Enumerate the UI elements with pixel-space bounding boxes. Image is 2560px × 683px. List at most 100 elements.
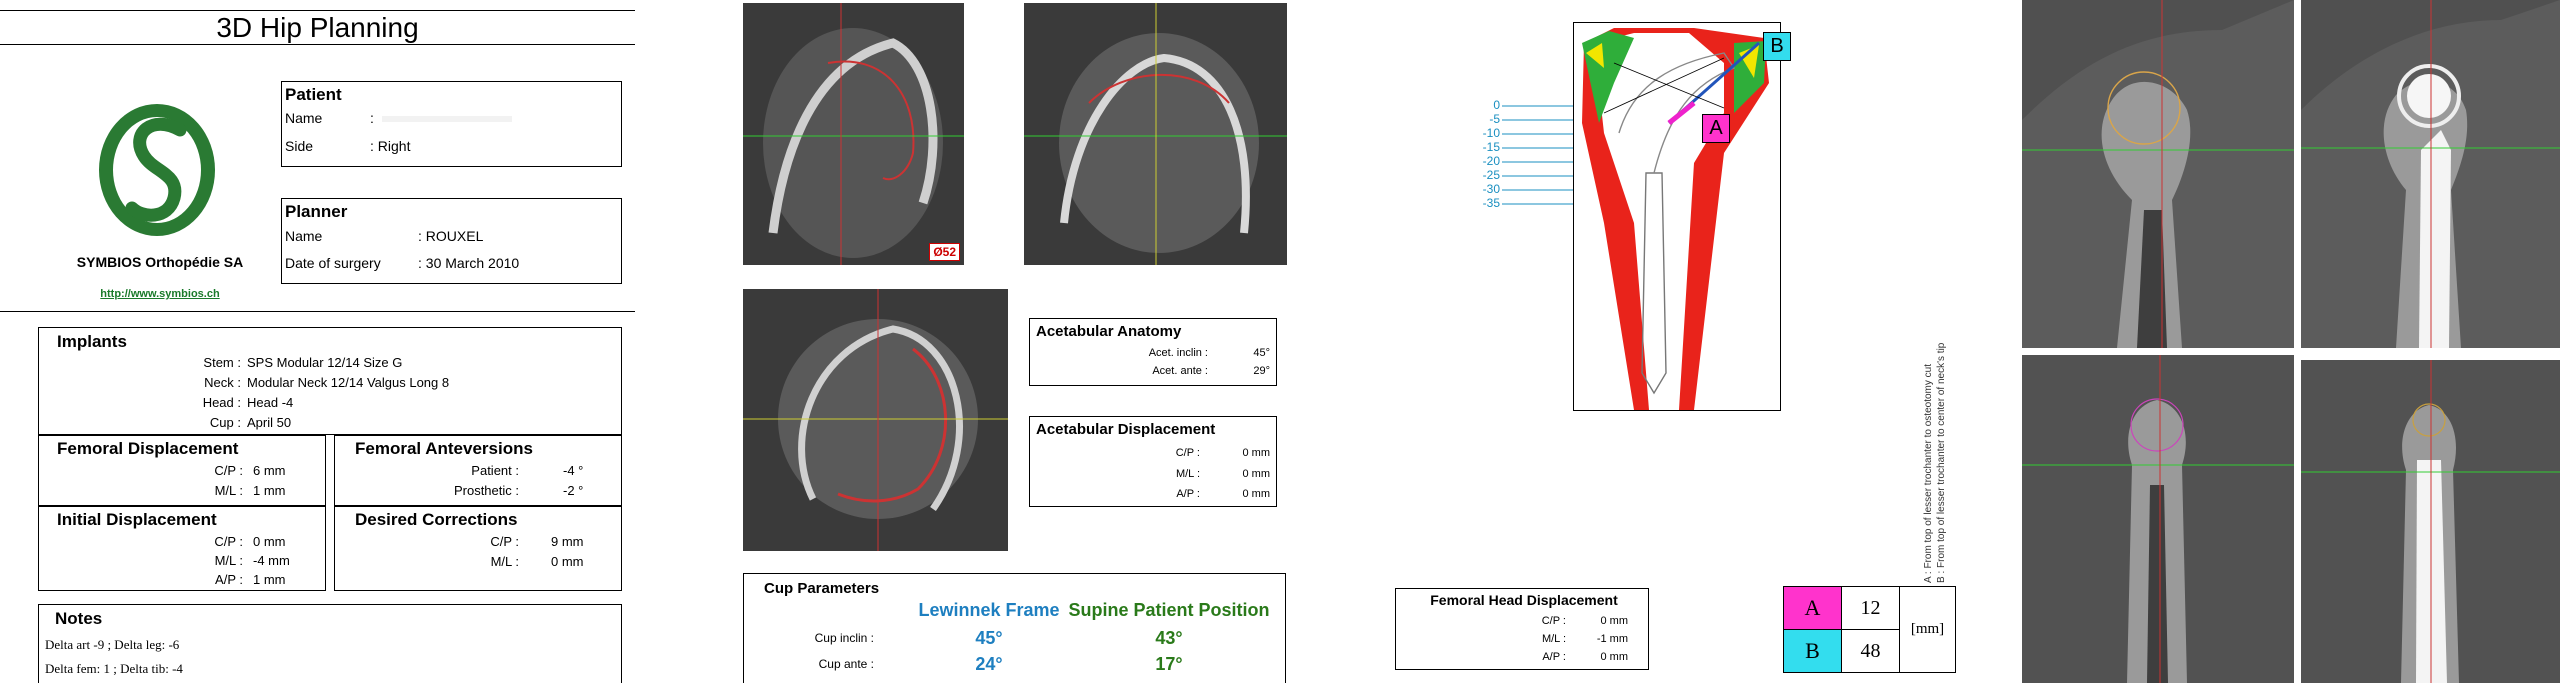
id-cp-value: 0 mm — [253, 534, 286, 549]
dc-cp-value: 9 mm — [551, 534, 584, 549]
planner-box: Planner Name : ROUXEL Date of surgery : … — [281, 198, 622, 284]
header-rule — [0, 311, 635, 312]
scale-tick-labels: 0 -5 -10 -15 -20 -25 -30 -35 — [1474, 95, 1624, 215]
femoral-anteversions-heading: Femoral Anteversions — [355, 439, 533, 458]
ad-cp-label: C/P : — [1175, 447, 1200, 459]
fa-patient-label: Patient : — [471, 463, 519, 478]
femoral-head-displacement-heading: Femoral Head Displacement — [1430, 592, 1618, 608]
marker-a: A — [1702, 114, 1730, 143]
scale-tick-20: -20 — [1482, 154, 1500, 168]
xray-preop-ap — [2022, 0, 2294, 348]
ct-scan-coronal — [1024, 3, 1287, 265]
scale-tick-15: -15 — [1482, 140, 1500, 154]
patient-side-label: Side — [285, 138, 314, 154]
title-rule-bottom — [0, 44, 635, 45]
aa-inclin-label: Acet. inclin : — [1148, 347, 1208, 359]
scale-tick-25: -25 — [1482, 168, 1500, 182]
cup-ante-supine: 17° — [1155, 654, 1183, 674]
implant-head-label: Head : — [202, 395, 241, 410]
femoral-displacement-box: Femoral Displacement C/P : 6 mm M/L : 1 … — [38, 435, 326, 506]
desired-corrections-box: Desired Corrections C/P : 9 mm M/L : 0 m… — [334, 506, 622, 591]
implant-stem-value: SPS Modular 12/14 Size G — [247, 355, 403, 370]
measure-b-label: B — [1784, 630, 1842, 672]
legend-note-b: B : From top of lesser trochanter to cen… — [1936, 342, 1947, 583]
marker-b: B — [1763, 32, 1791, 61]
fhd-ml-label: M/L : — [1541, 633, 1566, 645]
planner-heading: Planner — [285, 202, 348, 221]
id-ml-value: -4 mm — [253, 553, 290, 568]
fa-prosthetic-label: Prosthetic : — [453, 483, 519, 498]
ct-scan-axial: Ø52 — [743, 3, 964, 265]
symbios-logo — [99, 104, 215, 236]
fd-ml-label: M/L : — [214, 483, 243, 498]
supine-position-label: Supine Patient Position — [1068, 600, 1270, 620]
cup-inclin-supine: 43° — [1155, 628, 1183, 648]
ad-ap-label: A/P : — [1176, 488, 1200, 500]
measure-table: A 12 B 48 [mm] — [1783, 586, 1956, 673]
patient-name-redacted — [382, 116, 512, 122]
cup-ante-lewinnek: 24° — [975, 654, 1003, 674]
femoral-head-displacement-box: Femoral Head Displacement C/P : 0 mm M/L… — [1395, 588, 1649, 670]
patient-box: Patient Name : Side : Right — [281, 81, 622, 167]
fhd-cp-label: C/P : — [1541, 615, 1566, 627]
cup-inclin-label: Cup inclin : — [814, 631, 874, 645]
notes-box: Notes Delta art -9 ; Delta leg: -6 Delta… — [38, 604, 622, 683]
initial-displacement-heading: Initial Displacement — [57, 510, 217, 529]
dc-ml-value: 0 mm — [551, 554, 584, 569]
scale-tick-0: 0 — [1493, 98, 1500, 112]
measure-unit: [mm] — [1910, 621, 1945, 637]
cup-size-badge: Ø52 — [929, 243, 960, 261]
implant-cup-label: Cup : — [209, 415, 241, 430]
fa-prosthetic-value: -2 ° — [563, 483, 584, 498]
planner-name-value: : ROUXEL — [418, 228, 484, 244]
desired-corrections-heading: Desired Corrections — [355, 510, 518, 529]
implant-neck-label: Neck : — [204, 375, 241, 390]
measure-a-value: 12 — [1842, 587, 1900, 630]
aa-inclin-value: 45° — [1253, 347, 1270, 359]
lewinnek-frame-label: Lewinnek Frame — [918, 600, 1060, 620]
scale-tick-10: -10 — [1482, 126, 1500, 140]
planner-date-label: Date of surgery — [285, 255, 381, 271]
id-cp-label: C/P : — [214, 534, 243, 549]
planner-name-label: Name — [285, 228, 323, 244]
id-ap-value: 1 mm — [253, 572, 286, 587]
ad-ap-value: 0 mm — [1242, 488, 1271, 500]
acetabular-anatomy-box: Acetabular Anatomy Acet. inclin : 45° Ac… — [1029, 318, 1277, 386]
scale-tick-35: -35 — [1482, 196, 1500, 210]
patient-name-sep: : — [370, 110, 374, 126]
femur-diagram — [1573, 22, 1781, 411]
ad-cp-value: 0 mm — [1242, 447, 1271, 459]
xray-preop-lateral — [2022, 355, 2294, 683]
ad-ml-label: M/L : — [1175, 468, 1200, 480]
xray-postop-lateral — [2301, 360, 2560, 683]
fhd-ap-label: A/P : — [1542, 651, 1566, 663]
scale-tick-5: -5 — [1489, 112, 1500, 126]
fd-ml-value: 1 mm — [253, 483, 286, 498]
ad-ml-value: 0 mm — [1242, 468, 1271, 480]
id-ap-label: A/P : — [215, 572, 243, 587]
patient-side-value: : Right — [370, 138, 411, 154]
title-rule-top — [0, 10, 635, 11]
fa-patient-value: -4 ° — [563, 463, 584, 478]
notes-line-1: Delta art -9 ; Delta leg: -6 — [45, 637, 180, 652]
cup-parameters-box: Cup Parameters Lewinnek Frame Supine Pat… — [743, 573, 1286, 683]
cup-inclin-lewinnek: 45° — [975, 628, 1003, 648]
dc-cp-label: C/P : — [490, 534, 519, 549]
company-link[interactable]: http://www.symbios.ch — [100, 288, 220, 300]
patient-heading: Patient — [285, 85, 342, 104]
implant-neck-value: Modular Neck 12/14 Valgus Long 8 — [247, 375, 450, 390]
initial-displacement-box: Initial Displacement C/P : 0 mm M/L : -4… — [38, 506, 326, 591]
implant-stem-label: Stem : — [203, 355, 241, 370]
scale-tick-30: -30 — [1482, 182, 1500, 196]
xray-postop-ap — [2301, 0, 2560, 348]
measure-a-label: A — [1784, 587, 1842, 630]
company-name: SYMBIOS Orthopédie SA — [76, 254, 244, 270]
id-ml-label: M/L : — [214, 553, 243, 568]
dc-ml-label: M/L : — [490, 554, 519, 569]
fd-cp-value: 6 mm — [253, 463, 286, 478]
implant-head-value: Head -4 — [247, 395, 294, 410]
page-title: 3D Hip Planning — [216, 12, 419, 43]
measure-b-value: 48 — [1842, 630, 1900, 672]
aa-ante-value: 29° — [1253, 365, 1270, 377]
acetabular-displacement-heading: Acetabular Displacement — [1036, 421, 1216, 438]
